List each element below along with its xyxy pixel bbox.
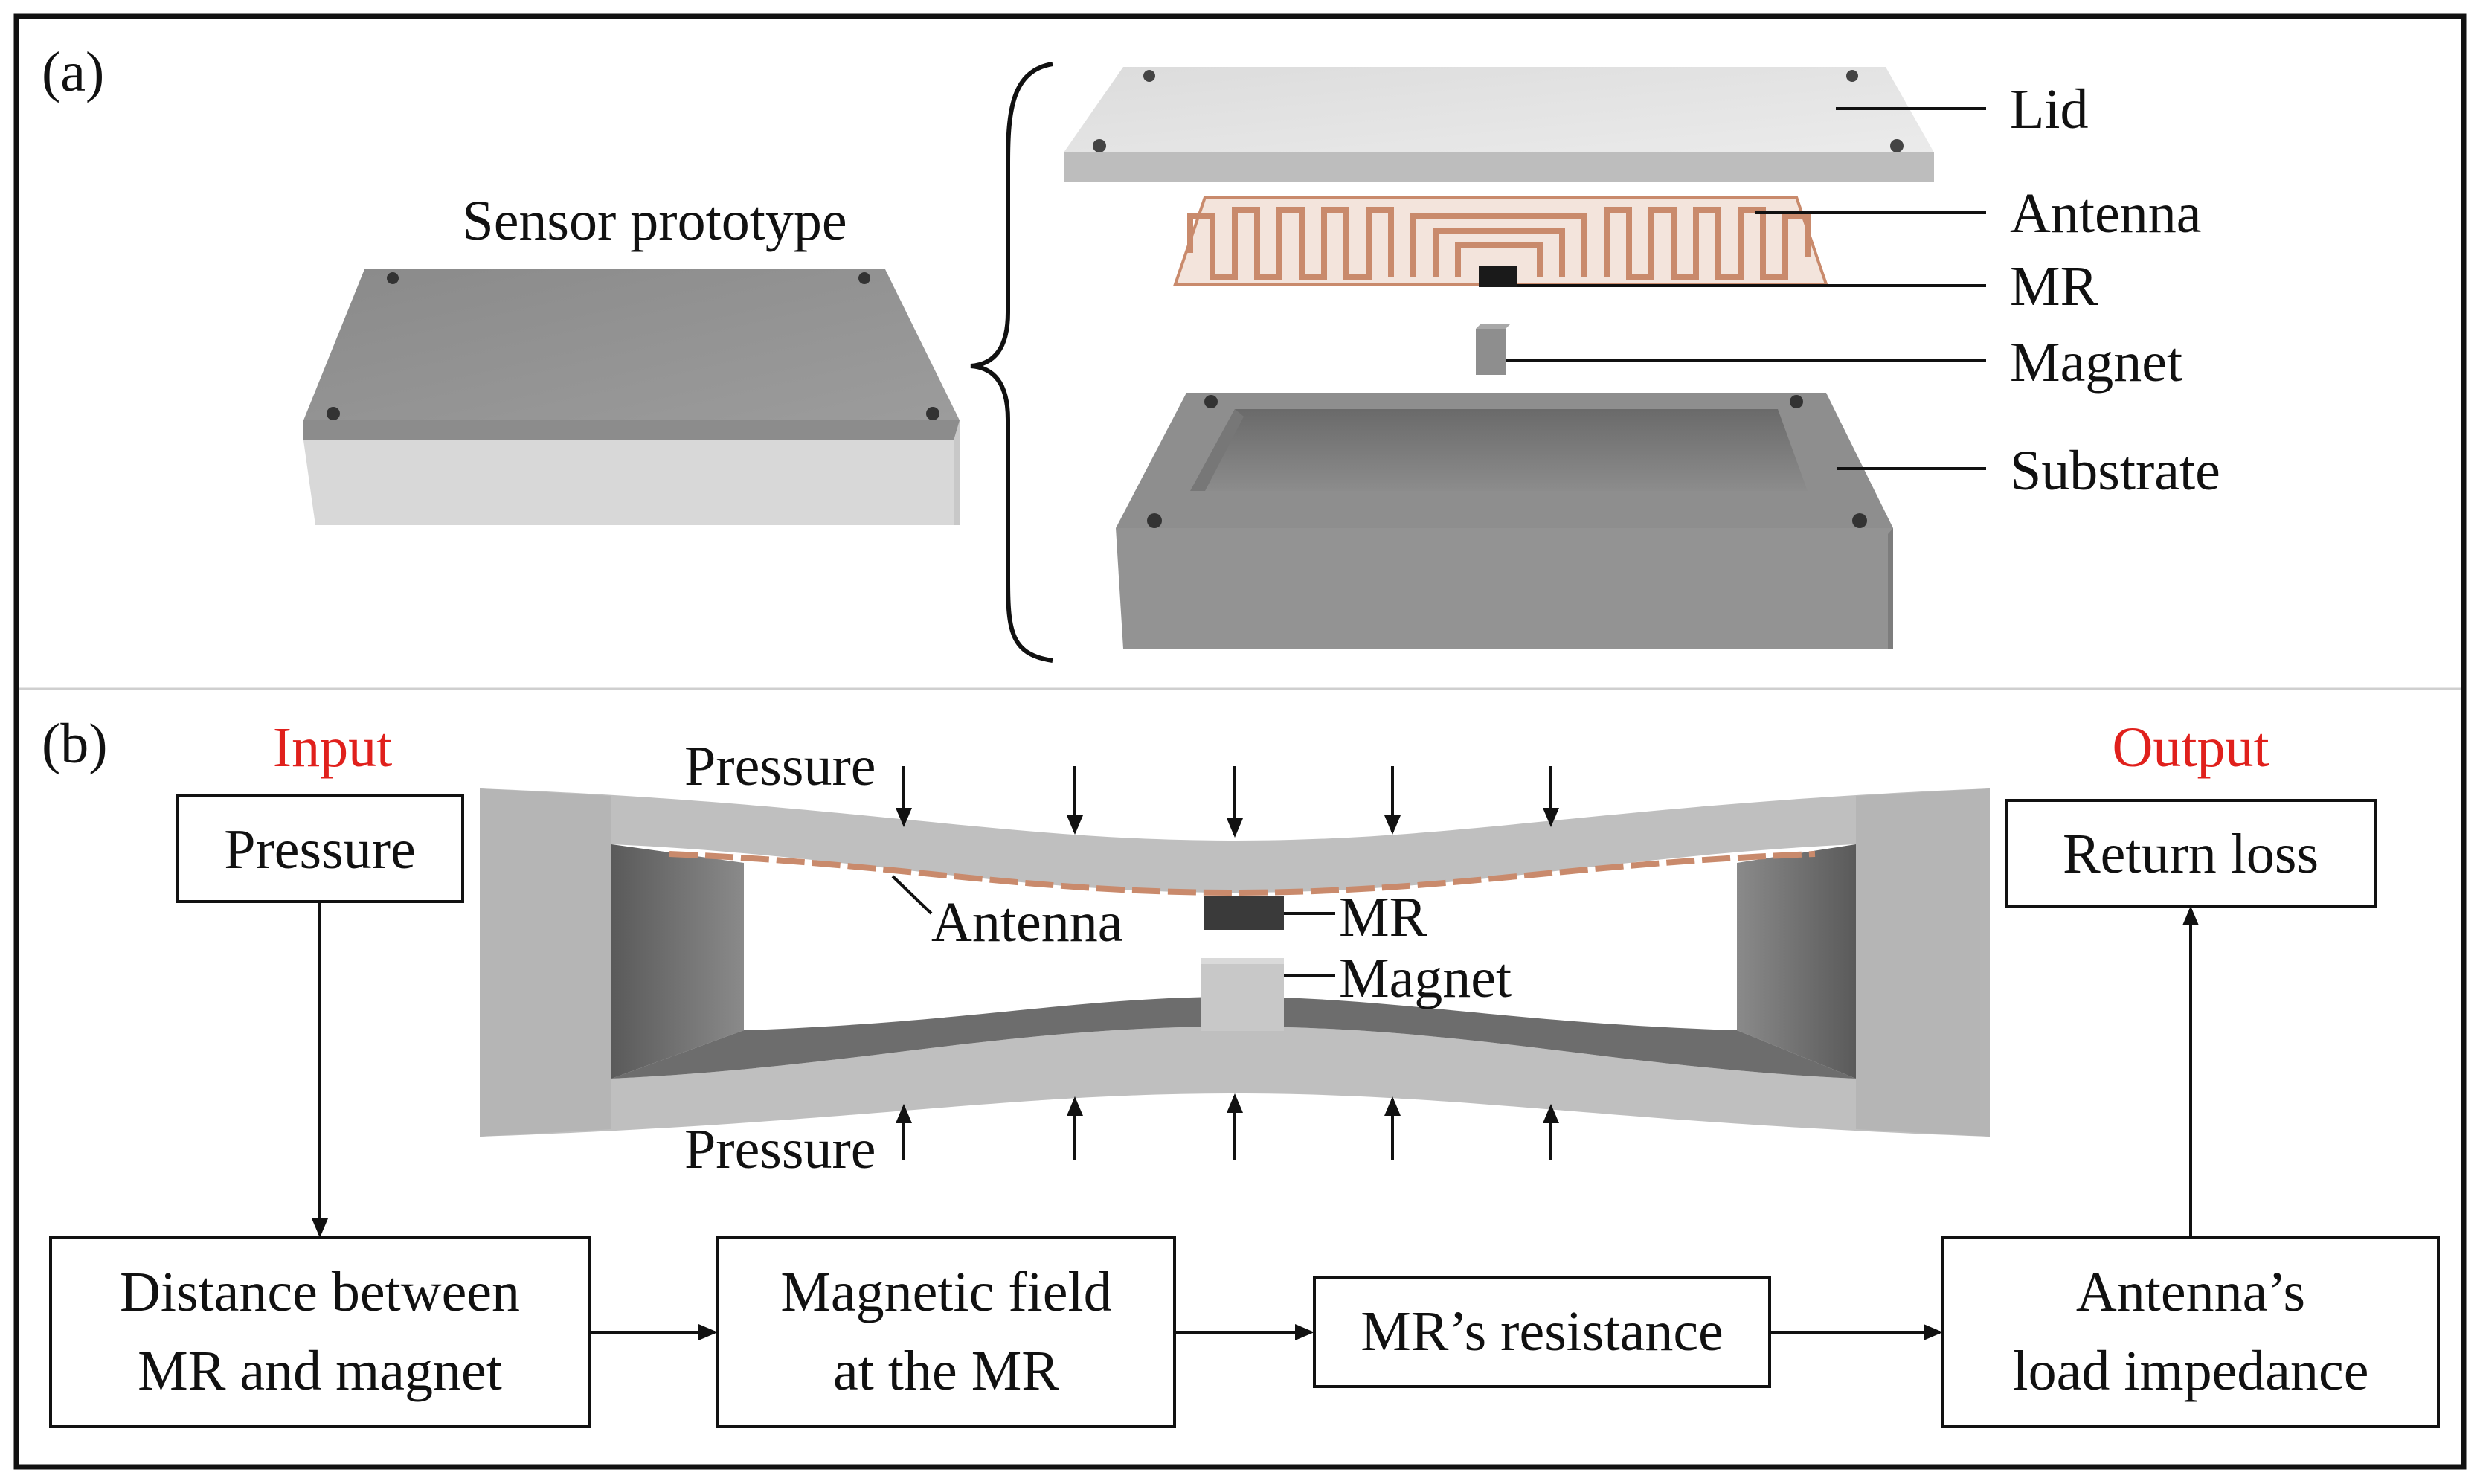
mr-chip [1479,266,1517,287]
magnet-part [1476,324,1510,375]
pressure-bottom-label: Pressure [684,1118,876,1181]
section-magnet-label: Magnet [1339,947,1512,1009]
label-antenna: Antenna [2010,182,2201,245]
panel-a-tag: (a) [42,41,104,103]
input-box [176,794,464,903]
lid-part [1064,67,1934,182]
flow-box-field [716,1236,1176,1428]
magnet-section [1201,958,1284,1031]
panel-b-tag: (b) [42,713,108,775]
pressure-top-label: Pressure [684,735,876,797]
label-mr: MR [2010,255,2098,318]
input-box-text: Pressure [224,818,416,881]
substrate-part [1116,393,1893,649]
exploded-brace [970,62,1053,663]
mr-section [1204,896,1284,930]
section-mr-label: MR [1339,886,1427,948]
flow-impedance-line1: Antenna’s [2076,1261,2305,1323]
label-substrate: Substrate [2010,440,2220,502]
flow-distance-line1: Distance between [120,1261,520,1323]
label-lid: Lid [2010,78,2089,141]
flow-box-impedance [1941,1236,2440,1428]
output-box-text: Return loss [2063,823,2319,885]
flow-resistance-line1: MR’s resistance [1361,1300,1724,1363]
flow-impedance-line2: load impedance [2012,1340,2368,1402]
antenna-strip [669,851,1816,896]
output-heading: Output [2112,716,2269,779]
pressure-arrows-bottom [896,1093,1559,1160]
output-box [2005,799,2377,908]
sensor-prototype [303,269,960,525]
figure-frame [13,13,2467,1470]
section-antenna-label: Antenna [931,891,1122,954]
label-magnet: Magnet [2010,331,2182,394]
flow-field-line1: Magnetic field [780,1261,1111,1323]
pressure-arrows-top [896,766,1559,838]
flow-distance-line2: MR and magnet [138,1340,502,1402]
input-heading: Input [273,716,392,779]
antenna-section-leader [891,875,933,915]
flow-field-line2: at the MR [833,1340,1059,1402]
prototype-title: Sensor prototype [462,190,847,252]
